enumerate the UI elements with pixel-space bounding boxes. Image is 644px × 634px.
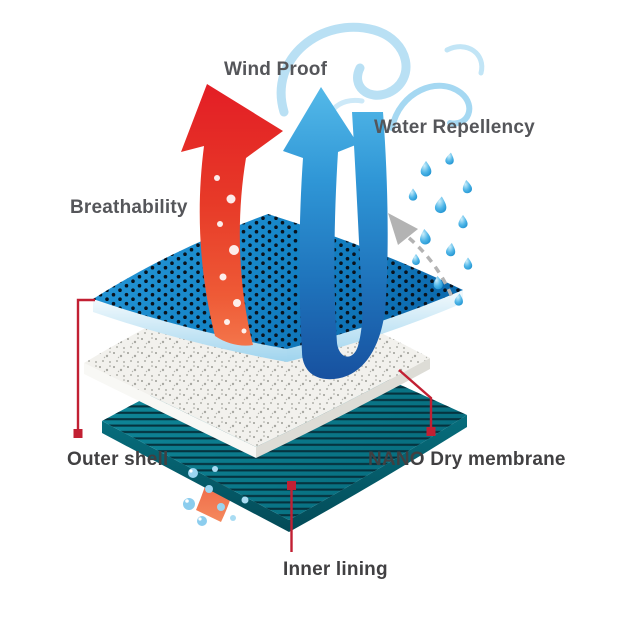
membrane-connector-line xyxy=(398,369,433,427)
wind-arrow xyxy=(283,87,388,380)
heat-bubbles xyxy=(214,175,247,334)
label-water-repellency: Water Repellency xyxy=(374,117,535,138)
outer-shell-marker xyxy=(73,429,83,438)
inner-lining-marker xyxy=(287,481,296,490)
label-nano-dry-membrane: NANO Dry membrane xyxy=(368,449,566,470)
wind-swirl-icon xyxy=(389,82,473,131)
label-inner-lining: Inner lining xyxy=(283,559,388,580)
wind-swirl-icon xyxy=(276,22,411,117)
callout-markers xyxy=(73,427,436,490)
label-breathability: Breathability xyxy=(70,197,188,218)
water-repellency-arrow xyxy=(388,213,454,298)
moisture-bubbles xyxy=(183,466,249,526)
wind-swirl-icon xyxy=(444,44,485,76)
breathability-arrow xyxy=(181,84,283,346)
label-outer-shell: Outer shell xyxy=(67,449,169,470)
callout-connectors xyxy=(76,298,433,552)
membrane-marker xyxy=(426,427,436,436)
label-wind-proof: Wind Proof xyxy=(224,59,328,80)
outer-shell-connector-line xyxy=(76,298,95,429)
